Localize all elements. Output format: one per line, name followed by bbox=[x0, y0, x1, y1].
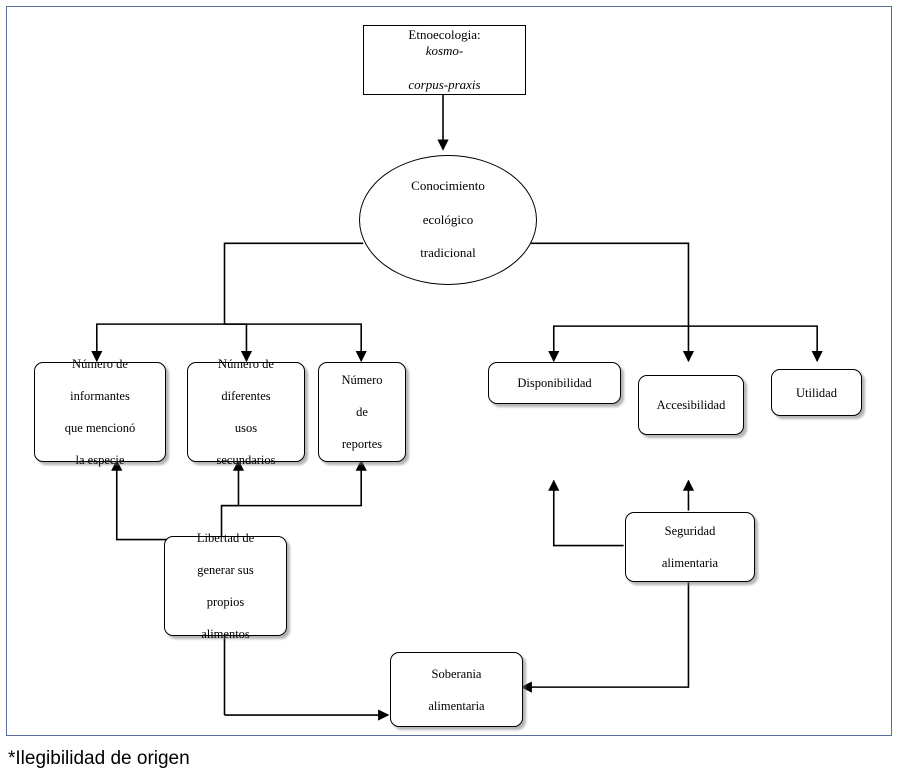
libertad-line-2: generar sus bbox=[197, 563, 254, 577]
soberania-line-2: alimentaria bbox=[428, 698, 485, 713]
node-conocimiento-ecologico-tradicional: Conocimiento ecológico tradicional bbox=[359, 155, 537, 285]
libertad-line-1: Libertad de bbox=[196, 531, 255, 545]
edge-conocimiento-to-reportes bbox=[224, 323, 367, 363]
node-utilidad: Utilidad bbox=[771, 369, 862, 416]
edge-conocimiento-to-disponibilidad bbox=[530, 242, 690, 363]
disponibilidad-label: Disponibilidad bbox=[517, 376, 592, 390]
node-numero-reportes-text: Número de reportes bbox=[332, 372, 393, 452]
informantes-line-4: la especie bbox=[75, 453, 125, 467]
edge-libertad-to-usos bbox=[220, 459, 245, 540]
node-usos-secundarios-text: Número de diferentes usos secundarios bbox=[206, 356, 285, 468]
node-accesibilidad: Accesibilidad bbox=[638, 375, 744, 435]
figure-caption: *Ilegibilidad de origen bbox=[8, 748, 190, 769]
edge-seguridad-to-soberania bbox=[520, 580, 690, 693]
node-etnoecologia: Etnoecologia: kosmo-corpus-praxis bbox=[363, 25, 526, 95]
informantes-line-1: Número de bbox=[72, 357, 128, 371]
etnoecologia-italic-1: kosmo- bbox=[425, 43, 464, 59]
node-usos-secundarios: Número de diferentes usos secundarios bbox=[187, 357, 305, 467]
usos-line-1: Número de bbox=[218, 357, 274, 371]
edge-libertad-to-reportes bbox=[221, 459, 367, 507]
node-disponibilidad: Disponibilidad bbox=[488, 362, 621, 404]
node-soberania-text: Soberania alimentaria bbox=[418, 666, 494, 714]
node-etnoecologia-text: Etnoecologia: kosmo-corpus-praxis bbox=[398, 27, 490, 94]
node-seguridad-text: Seguridad alimentaria bbox=[652, 523, 728, 571]
conocimiento-line-1: Conocimiento bbox=[411, 178, 485, 194]
node-numero-informantes-text: Número de informantes que mencionó la es… bbox=[55, 356, 145, 468]
node-libertad-alimentos: Libertad de generar sus propios alimento… bbox=[164, 531, 287, 641]
reportes-line-3: reportes bbox=[341, 437, 383, 451]
informantes-line-3: que mencionó bbox=[64, 421, 136, 435]
edge-seguridad-to-disponibilidad bbox=[548, 479, 624, 547]
etnoecologia-label: Etnoecologia: bbox=[408, 26, 481, 42]
seguridad-line-1: Seguridad bbox=[664, 524, 716, 538]
informantes-line-2: informantes bbox=[70, 389, 130, 403]
edge-conocimiento-to-utilidad bbox=[688, 325, 823, 363]
seguridad-line-2: alimentaria bbox=[661, 556, 719, 570]
conocimiento-line-2: ecológico bbox=[422, 211, 474, 227]
usos-line-3: usos bbox=[234, 421, 258, 435]
usos-line-2: diferentes bbox=[221, 389, 271, 403]
usos-line-4: secundarios bbox=[216, 453, 276, 467]
utilidad-label: Utilidad bbox=[796, 385, 837, 400]
connector-layer bbox=[91, 94, 823, 721]
edge-conocimiento-to-informantes bbox=[91, 242, 364, 363]
conocimiento-line-3: tradicional bbox=[420, 244, 476, 260]
diagram-frame: Etnoecologia: kosmo-corpus-praxis Conoci… bbox=[6, 6, 892, 736]
node-seguridad-alimentaria: Seguridad alimentaria bbox=[625, 512, 755, 582]
node-soberania-alimentaria: Soberania alimentaria bbox=[390, 652, 523, 727]
libertad-line-3: propios bbox=[206, 595, 245, 609]
node-numero-reportes: Número de reportes bbox=[318, 362, 406, 462]
reportes-line-2: de bbox=[356, 405, 368, 419]
node-libertad-text: Libertad de generar sus propios alimento… bbox=[187, 530, 264, 642]
libertad-line-4: alimentos bbox=[201, 627, 250, 641]
edge-libertad-to-informantes bbox=[111, 459, 222, 541]
node-numero-informantes: Número de informantes que mencionó la es… bbox=[34, 357, 166, 467]
soberania-line-1: Soberania bbox=[431, 666, 482, 681]
node-conocimiento-text: Conocimiento ecológico tradicional bbox=[401, 178, 495, 261]
reportes-line-1: Número bbox=[341, 373, 383, 387]
accesibilidad-label: Accesibilidad bbox=[656, 398, 726, 412]
etnoecologia-italic-2: corpus-praxis bbox=[408, 76, 481, 92]
